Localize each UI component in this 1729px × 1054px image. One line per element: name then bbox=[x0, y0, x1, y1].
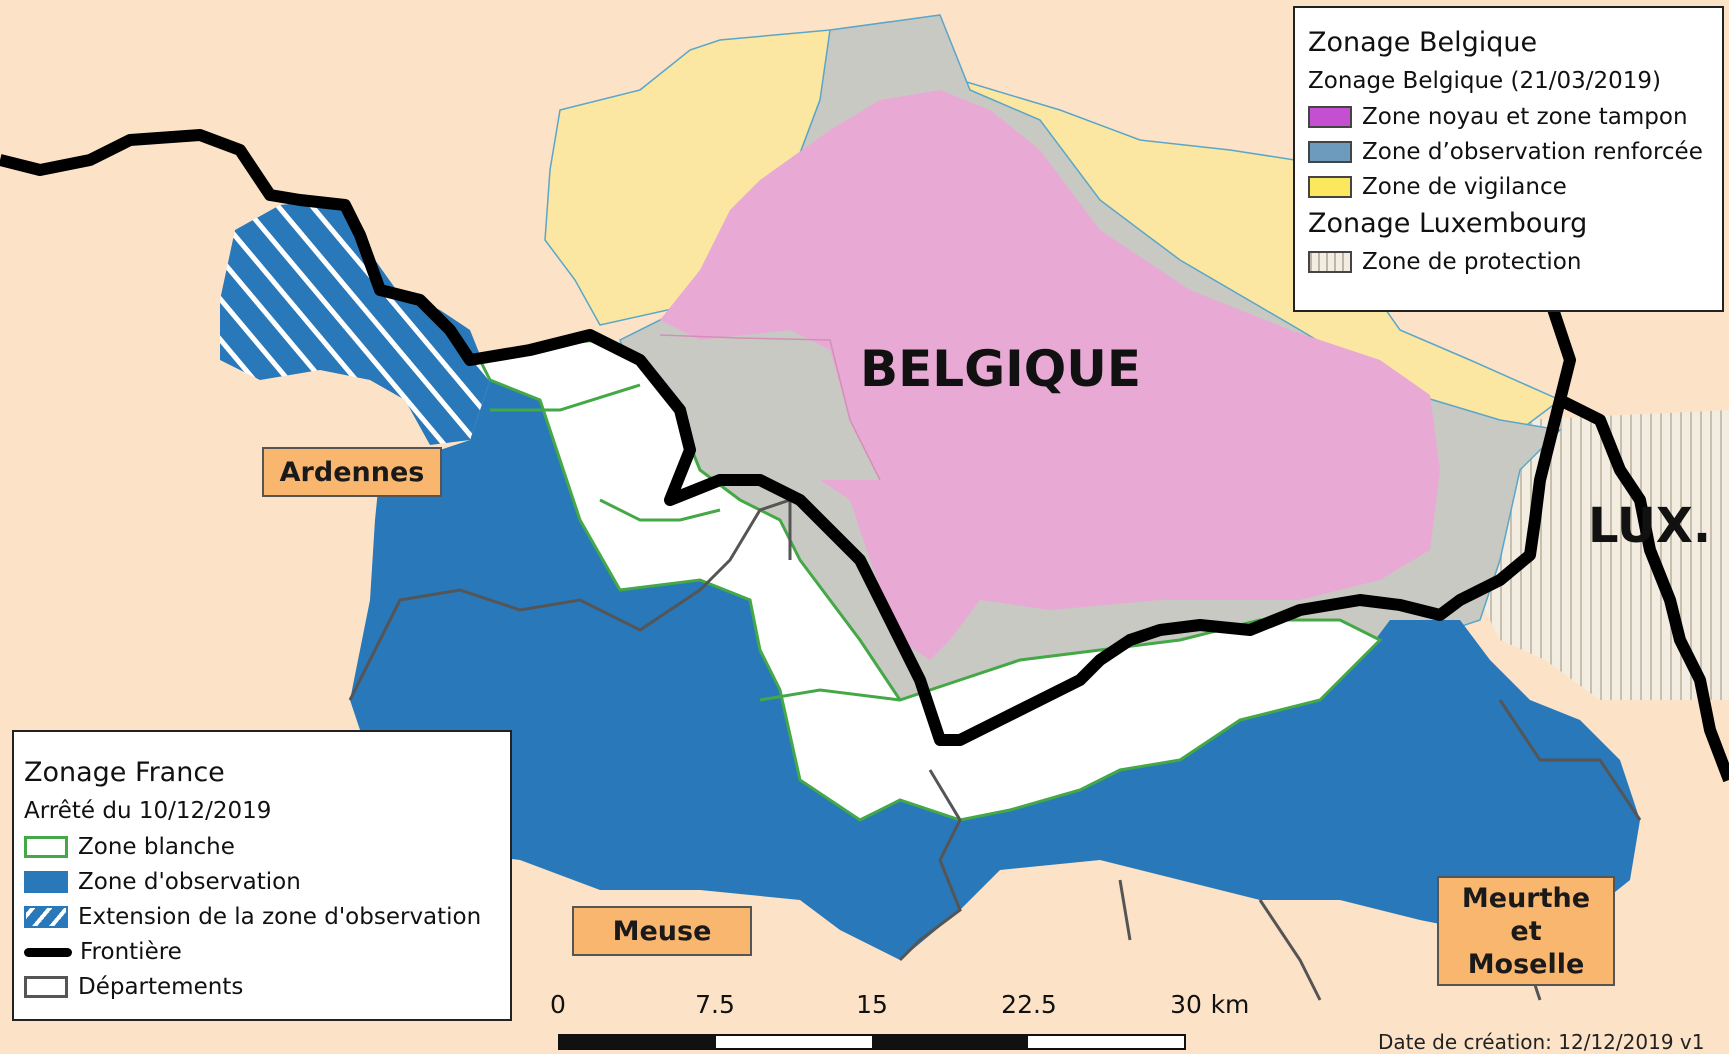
legend-item-zone-protection: Zone de protection bbox=[1308, 249, 1710, 275]
legend-item-label: Zone d'observation bbox=[78, 869, 301, 895]
legend-item-frontiere: Frontière bbox=[24, 939, 498, 965]
zone-blanche-boundary bbox=[490, 383, 901, 702]
legend-swatch bbox=[1308, 106, 1352, 128]
creation-date: Date de création: 12/12/2019 v1 bbox=[1378, 1030, 1705, 1054]
scale-tick-label: 7.5 bbox=[695, 990, 735, 1019]
legend-item-label: Zone blanche bbox=[78, 834, 235, 860]
legend-item-label: Zone de vigilance bbox=[1362, 174, 1567, 200]
legend-belgium-subtitle: Zonage Belgique (21/03/2019) bbox=[1308, 68, 1662, 94]
department-label-meuse: Meuse bbox=[572, 906, 752, 956]
legend-swatch-line bbox=[24, 947, 72, 957]
scale-segment bbox=[716, 1036, 872, 1048]
scale-segment bbox=[872, 1036, 1028, 1048]
scale-bar-segments bbox=[558, 1034, 1186, 1050]
legend-item-label: Zone de protection bbox=[1362, 249, 1582, 275]
legend-belgium: Zonage Belgique Zonage Belgique (21/03/2… bbox=[1293, 6, 1724, 312]
legend-swatch bbox=[24, 836, 68, 858]
legend-swatch bbox=[24, 906, 68, 928]
legend-item-zone-observation: Zone d'observation bbox=[24, 869, 498, 895]
legend-item-zone-observation-renforcee: Zone d’observation renforcée bbox=[1308, 139, 1710, 165]
legend-item-label: Extension de la zone d'observation bbox=[78, 904, 482, 930]
legend-item-label: Départements bbox=[78, 974, 244, 1000]
luxembourg-label: LUX. bbox=[1588, 498, 1712, 554]
legend-swatch bbox=[1308, 251, 1352, 273]
extension-zone-observation bbox=[220, 200, 490, 445]
legend-swatch bbox=[1308, 176, 1352, 198]
legend-item-zone-blanche: Zone blanche bbox=[24, 834, 498, 860]
scale-unit: km bbox=[1210, 990, 1250, 1019]
departement-boundary bbox=[898, 769, 962, 962]
departement-boundary bbox=[1498, 699, 1642, 821]
legend-item-extension: Extension de la zone d'observation bbox=[24, 904, 498, 930]
legend-item-zone-noyau: Zone noyau et zone tampon bbox=[1308, 104, 1710, 130]
scale-segment bbox=[560, 1036, 716, 1048]
departement-boundary bbox=[348, 497, 792, 701]
legend-swatch bbox=[24, 871, 68, 893]
legend-france-subtitle: Arrêté du 10/12/2019 bbox=[24, 798, 272, 824]
legend-luxembourg-title: Zonage Luxembourg bbox=[1308, 208, 1588, 239]
legend-france: Zonage France Arrêté du 10/12/2019 Zone … bbox=[12, 730, 512, 1021]
legend-item-label: Frontière bbox=[80, 939, 182, 965]
department-label-meurthe-et-moselle: Meurthe et Moselle bbox=[1437, 876, 1615, 986]
scale-bar: 0 7.5 15 22.5 30 km bbox=[540, 990, 1249, 1050]
legend-swatch bbox=[1308, 141, 1352, 163]
department-label-meurthe-line: Meurthe bbox=[1461, 882, 1591, 914]
zone-noyau bbox=[660, 90, 1440, 660]
department-label-et-line: et bbox=[1510, 915, 1542, 947]
frontiere bbox=[0, 129, 1576, 746]
scale-segment bbox=[1028, 1036, 1184, 1048]
scale-tick-label: 22.5 bbox=[1001, 990, 1057, 1019]
legend-france-title: Zonage France bbox=[24, 757, 225, 788]
legend-belgium-title: Zonage Belgique bbox=[1308, 27, 1538, 58]
legend-item-departements: Départements bbox=[24, 974, 498, 1000]
department-label-moselle-line: Moselle bbox=[1467, 948, 1585, 980]
belgium-label: BELGIQUE bbox=[860, 340, 1142, 398]
frontiere bbox=[1557, 394, 1729, 783]
scale-tick-label: 0 bbox=[550, 990, 566, 1019]
scale-tick-label: 30 bbox=[1170, 990, 1202, 1019]
legend-item-label: Zone d’observation renforcée bbox=[1362, 139, 1703, 165]
legend-swatch bbox=[24, 976, 68, 998]
department-label-ardennes: Ardennes bbox=[262, 447, 442, 497]
zone-observation-france bbox=[350, 380, 1640, 960]
scale-tick-label: 15 bbox=[856, 990, 888, 1019]
zone-noyau-boundary bbox=[659, 334, 881, 481]
legend-item-zone-vigilance: Zone de vigilance bbox=[1308, 174, 1710, 200]
legend-item-label: Zone noyau et zone tampon bbox=[1362, 104, 1688, 130]
zone-blanche bbox=[477, 338, 1383, 822]
